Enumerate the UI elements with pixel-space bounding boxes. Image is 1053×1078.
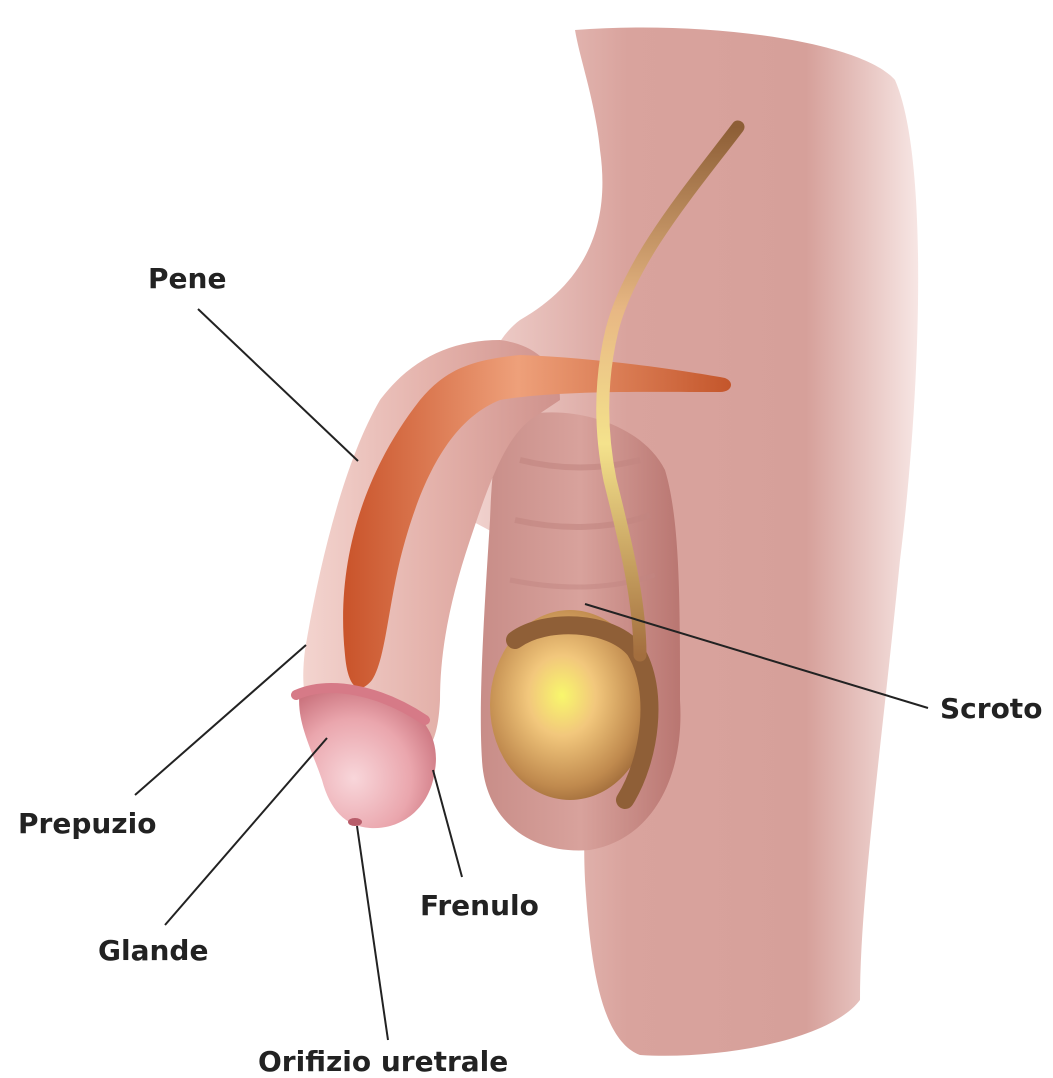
leader-line-orifizio [357, 826, 388, 1040]
leader-line-glande [165, 738, 327, 925]
leader-line-pene [198, 309, 358, 461]
leader-line-frenulo [433, 770, 462, 877]
label-scroto: Scroto [940, 695, 1042, 723]
label-glande: Glande [98, 937, 208, 965]
leader-line-prepuzio [135, 645, 306, 795]
label-orifizio-uretrale: Orifizio uretrale [258, 1048, 508, 1076]
urethral-opening [348, 818, 362, 826]
label-pene: Pene [148, 265, 226, 293]
label-prepuzio: Prepuzio [18, 810, 156, 838]
label-frenulo: Frenulo [420, 892, 539, 920]
